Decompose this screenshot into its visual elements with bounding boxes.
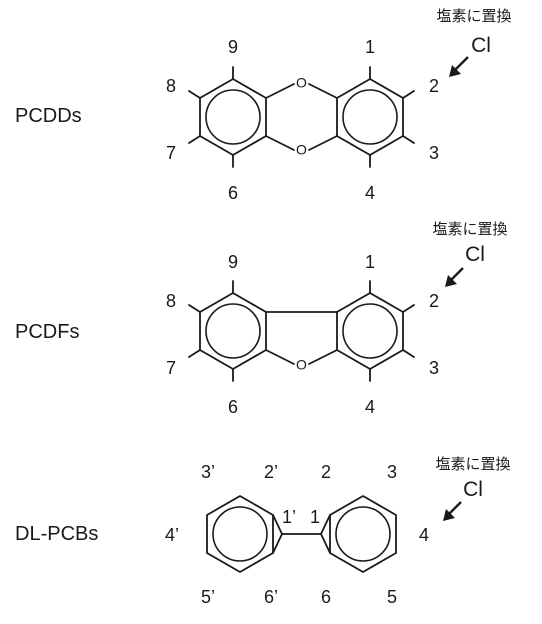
pcb-right-aromatic-circle	[335, 506, 391, 562]
pcb-position-5-prime: 5’	[201, 587, 215, 607]
pcb-position-3: 3	[387, 462, 397, 482]
pcdf-name: PCDFs	[15, 321, 79, 343]
pcb-position-2: 2	[321, 462, 331, 482]
pcdd-position-9: 9	[228, 37, 238, 57]
pcdd-bond	[402, 90, 415, 99]
pcdd-structure: PCDDs O O 9 8 7 6 1 2 3 4 塩素に置換 Cl	[15, 7, 512, 203]
pcb-position-4-prime: 4’	[165, 525, 179, 545]
pcdd-bond	[265, 83, 295, 99]
pcdf-bond	[402, 349, 415, 358]
pcb-position-6-prime: 6’	[264, 587, 278, 607]
pcdd-position-1: 1	[365, 37, 375, 57]
pcb-name: DL-PCBs	[15, 523, 98, 545]
pcb-bond	[320, 533, 331, 554]
pcdf-position-1: 1	[365, 252, 375, 272]
pcdd-bond	[308, 135, 338, 151]
pcdd-oxygen-top: O	[296, 75, 307, 91]
pcdd-left-aromatic-circle	[205, 89, 261, 145]
pcdd-bond	[308, 83, 338, 99]
pcb-structure: DL-PCBs 3’ 2’ 4’ 1’ 5’ 6’ 2 3 1 4 6 5 塩素…	[15, 455, 511, 607]
pcdd-bond	[265, 135, 295, 151]
pcdf-structure: PCDFs O 9 8 7 6 1 2 3 4 塩素に置換 Cl	[15, 220, 508, 417]
pcdf-substitution-note: 塩素に置換	[432, 220, 507, 238]
pcdd-position-2: 2	[429, 76, 439, 96]
pcb-position-6: 6	[321, 587, 331, 607]
pcdd-bond	[188, 135, 201, 144]
pcb-arrow-icon	[443, 501, 462, 521]
pcdd-position-7: 7	[166, 143, 176, 163]
pcb-position-1-prime: 1’	[282, 507, 296, 527]
pcdf-right-aromatic-circle	[342, 303, 398, 359]
pcdf-bond	[402, 304, 415, 313]
pcdf-position-9: 9	[228, 252, 238, 272]
pcb-position-4: 4	[419, 525, 429, 545]
pcdd-position-3: 3	[429, 143, 439, 163]
pcb-position-3-prime: 3’	[201, 462, 215, 482]
pcdf-chlorine-label: Cl	[465, 243, 485, 266]
pcb-bond	[272, 533, 283, 554]
pcb-position-2-prime: 2’	[264, 462, 278, 482]
pcdd-position-8: 8	[166, 76, 176, 96]
pcdf-oxygen: O	[296, 357, 307, 373]
pcdf-arrow-icon	[445, 267, 464, 287]
pcdd-oxygen-bottom: O	[296, 142, 307, 158]
pcdd-bond	[188, 90, 201, 99]
pcdd-bond	[402, 135, 415, 144]
pcdf-position-2: 2	[429, 291, 439, 311]
pcb-position-1: 1	[310, 507, 320, 527]
pcdf-bond	[265, 349, 295, 365]
pcdf-position-3: 3	[429, 358, 439, 378]
pcdf-position-4: 4	[365, 397, 375, 417]
pcdf-bond	[188, 349, 201, 358]
pcdf-position-6: 6	[228, 397, 238, 417]
pcdd-position-4: 4	[365, 183, 375, 203]
pcdf-bond	[308, 349, 338, 365]
pcb-bond	[272, 514, 283, 535]
pcdd-right-aromatic-circle	[342, 89, 398, 145]
pcdd-name: PCDDs	[15, 105, 82, 127]
pcdf-position-8: 8	[166, 291, 176, 311]
pcdf-bond	[188, 304, 201, 313]
pcdd-substitution-note: 塩素に置換	[436, 7, 511, 25]
pcb-left-aromatic-circle	[212, 506, 268, 562]
pcdf-position-7: 7	[166, 358, 176, 378]
pcb-position-5: 5	[387, 587, 397, 607]
pcdd-chlorine-label: Cl	[471, 34, 491, 57]
pcdf-left-aromatic-circle	[205, 303, 261, 359]
pcdd-position-6: 6	[228, 183, 238, 203]
pcb-substitution-note: 塩素に置換	[435, 455, 510, 473]
pcb-chlorine-label: Cl	[463, 478, 483, 501]
pcb-bond	[320, 514, 331, 535]
pcdd-arrow-icon	[449, 56, 469, 77]
